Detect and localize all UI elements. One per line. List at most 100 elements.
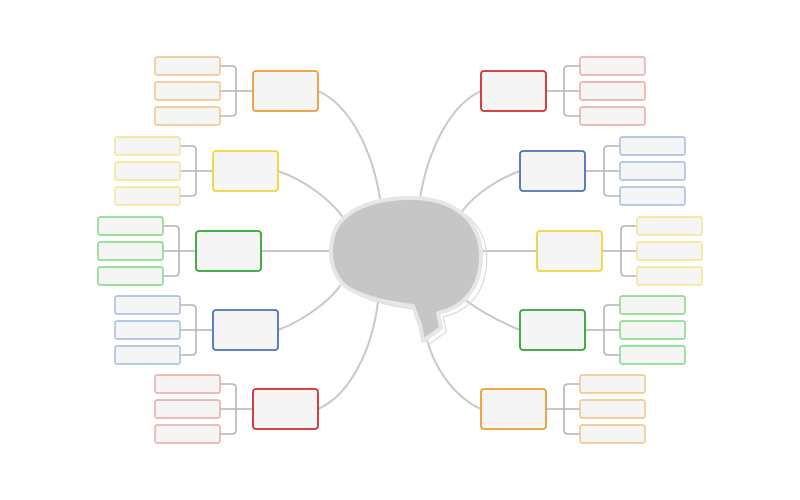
subtopic-box[interactable]: [97, 216, 164, 236]
topic-box-left-2[interactable]: [212, 150, 279, 192]
subtopic-box[interactable]: [579, 81, 646, 101]
bracket-left-2: [180, 145, 213, 197]
subtopic-node[interactable]: [114, 161, 181, 181]
topic-node-left-1[interactable]: [252, 70, 319, 112]
subtopic-box[interactable]: [114, 186, 181, 206]
subtopic-box[interactable]: [154, 81, 221, 101]
topic-box-right-5[interactable]: [480, 388, 547, 430]
subtopic-node[interactable]: [619, 161, 686, 181]
subtopic-node[interactable]: [97, 216, 164, 236]
topic-node-left-5[interactable]: [252, 388, 319, 430]
subtopic-node[interactable]: [97, 241, 164, 261]
subtopic-node[interactable]: [114, 186, 181, 206]
topic-node-right-1[interactable]: [480, 70, 547, 112]
subtopic-box[interactable]: [154, 424, 221, 444]
subtopic-box[interactable]: [114, 320, 181, 340]
subtopic-box[interactable]: [114, 295, 181, 315]
subtopic-node[interactable]: [97, 266, 164, 286]
connector-line-right-2: [459, 170, 521, 216]
topic-box-right-2[interactable]: [519, 150, 586, 192]
subtopic-box[interactable]: [114, 161, 181, 181]
topic-box-left-5[interactable]: [252, 388, 319, 430]
subtopic-node[interactable]: [579, 424, 646, 444]
bracket-left-4: [180, 304, 213, 356]
subtopic-box[interactable]: [579, 424, 646, 444]
subtopic-node[interactable]: [154, 374, 221, 394]
subtopic-node[interactable]: [636, 266, 703, 286]
bracket-left-1: [220, 65, 253, 117]
subtopic-box[interactable]: [579, 399, 646, 419]
subtopic-box[interactable]: [97, 266, 164, 286]
subtopic-node[interactable]: [636, 216, 703, 236]
subtopic-node[interactable]: [114, 320, 181, 340]
subtopic-box[interactable]: [579, 56, 646, 76]
subtopic-box[interactable]: [154, 399, 221, 419]
subtopic-node[interactable]: [619, 186, 686, 206]
topic-box-left-3[interactable]: [195, 230, 262, 272]
topic-box-left-4[interactable]: [212, 309, 279, 351]
subtopic-node[interactable]: [114, 136, 181, 156]
topic-node-left-2[interactable]: [212, 150, 279, 192]
topic-node-right-4[interactable]: [519, 309, 586, 351]
subtopic-box[interactable]: [619, 295, 686, 315]
connector-line-left-5: [317, 301, 379, 410]
subtopic-box[interactable]: [619, 320, 686, 340]
subtopic-node[interactable]: [154, 56, 221, 76]
subtopic-box[interactable]: [619, 345, 686, 365]
subtopic-node[interactable]: [579, 81, 646, 101]
subtopic-node[interactable]: [154, 399, 221, 419]
connector-line-left-2: [277, 170, 343, 217]
topic-box-right-1[interactable]: [480, 70, 547, 112]
topic-box-right-4[interactable]: [519, 309, 586, 351]
topic-node-left-3[interactable]: [195, 230, 262, 272]
connector-line-left-1: [317, 90, 381, 199]
subtopic-node[interactable]: [114, 345, 181, 365]
subtopic-node[interactable]: [636, 241, 703, 261]
connector-line-right-4: [459, 294, 521, 331]
subtopic-box[interactable]: [636, 241, 703, 261]
subtopic-box[interactable]: [636, 266, 703, 286]
speech-bubble-icon[interactable]: [329, 195, 484, 343]
subtopic-node[interactable]: [619, 320, 686, 340]
subtopic-box[interactable]: [97, 241, 164, 261]
subtopic-node[interactable]: [154, 81, 221, 101]
bracket-right-3: [602, 225, 637, 277]
subtopic-box[interactable]: [114, 345, 181, 365]
subtopic-box[interactable]: [636, 216, 703, 236]
subtopic-box[interactable]: [114, 136, 181, 156]
topic-node-right-3[interactable]: [536, 230, 603, 272]
subtopic-box[interactable]: [619, 186, 686, 206]
subtopic-node[interactable]: [579, 399, 646, 419]
connector-line-left-4: [277, 285, 341, 331]
subtopic-box[interactable]: [579, 374, 646, 394]
subtopic-node[interactable]: [154, 424, 221, 444]
topic-node-left-4[interactable]: [212, 309, 279, 351]
subtopic-node[interactable]: [619, 295, 686, 315]
topic-node-right-2[interactable]: [519, 150, 586, 192]
subtopic-node[interactable]: [579, 56, 646, 76]
subtopic-box[interactable]: [154, 374, 221, 394]
bracket-left-3: [163, 225, 196, 277]
subtopic-node[interactable]: [579, 106, 646, 126]
bracket-right-5: [546, 383, 580, 435]
subtopic-node[interactable]: [154, 106, 221, 126]
topic-node-right-5[interactable]: [480, 388, 547, 430]
subtopic-box[interactable]: [579, 106, 646, 126]
subtopic-node[interactable]: [114, 295, 181, 315]
subtopic-node[interactable]: [579, 374, 646, 394]
topic-box-right-3[interactable]: [536, 230, 603, 272]
subtopic-box[interactable]: [619, 161, 686, 181]
bracket-left-5: [220, 383, 253, 435]
bracket-right-4: [585, 304, 620, 356]
center-speech-bubble-icon[interactable]: [329, 195, 488, 346]
topic-box-left-1[interactable]: [252, 70, 319, 112]
subtopic-node[interactable]: [619, 345, 686, 365]
nodes-layer: [97, 56, 703, 444]
subtopic-box[interactable]: [154, 56, 221, 76]
subtopic-box[interactable]: [154, 106, 221, 126]
connector-line-right-1: [419, 90, 482, 199]
brackets-layer: [163, 65, 637, 435]
subtopic-node[interactable]: [619, 136, 686, 156]
subtopic-box[interactable]: [619, 136, 686, 156]
